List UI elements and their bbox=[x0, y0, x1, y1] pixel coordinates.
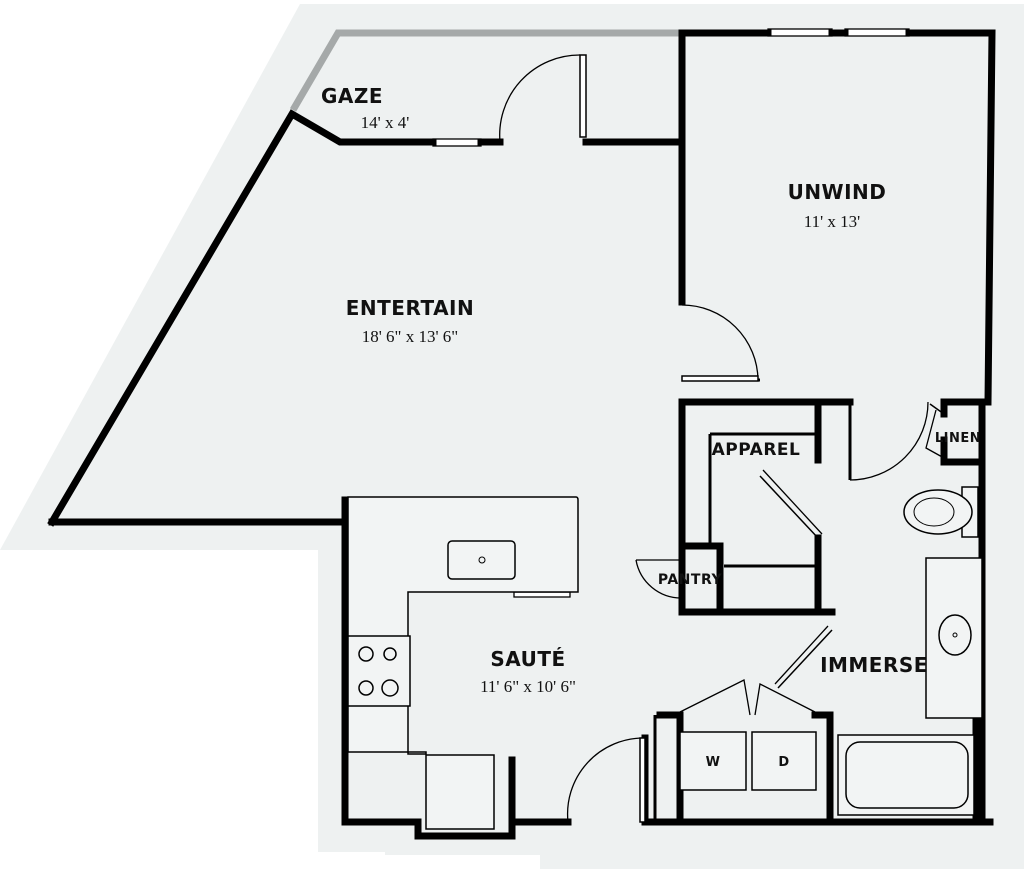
burner bbox=[383, 647, 397, 661]
refrigerator bbox=[425, 754, 495, 830]
walls bbox=[47, 29, 996, 840]
burner bbox=[358, 680, 374, 696]
doors bbox=[499, 54, 945, 823]
room-name-linen: LINEN bbox=[935, 431, 981, 446]
window bbox=[844, 28, 910, 37]
dryer bbox=[751, 731, 817, 791]
toilet-seat bbox=[913, 497, 955, 527]
burner bbox=[381, 679, 399, 697]
bathtub-basin bbox=[845, 741, 969, 809]
burner bbox=[358, 646, 374, 662]
window bbox=[432, 138, 482, 147]
room-name-saute: SAUTÉ bbox=[490, 647, 565, 671]
room-dim-unwind: 11' x 13' bbox=[804, 212, 861, 231]
bathroom-sink bbox=[938, 614, 972, 656]
dryer-label: D bbox=[778, 755, 789, 770]
bathtub bbox=[837, 734, 975, 816]
room-dim-gaze: 14' x 4' bbox=[361, 113, 410, 132]
room-name-entertain: ENTERTAIN bbox=[346, 296, 474, 320]
balcony-rail bbox=[289, 29, 683, 112]
room-name-apparel: APPAREL bbox=[712, 440, 801, 460]
sink-drain bbox=[478, 556, 486, 564]
stove bbox=[347, 635, 411, 707]
room-name-unwind: UNWIND bbox=[788, 180, 887, 204]
room-name-gaze: GAZE bbox=[321, 84, 383, 108]
washer bbox=[679, 731, 747, 791]
floor-area bbox=[0, 4, 1024, 869]
room-dim-entertain: 18' 6" x 13' 6" bbox=[362, 327, 459, 346]
room-name-pantry: PANTRY bbox=[658, 572, 723, 588]
kitchen-sink bbox=[447, 540, 516, 580]
washer-label: W bbox=[706, 755, 721, 770]
room-dim-saute: 11' 6" x 10' 6" bbox=[480, 677, 576, 696]
window bbox=[767, 28, 833, 37]
sink-drain bbox=[952, 632, 958, 638]
room-name-immerse: IMMERSE bbox=[820, 653, 928, 677]
